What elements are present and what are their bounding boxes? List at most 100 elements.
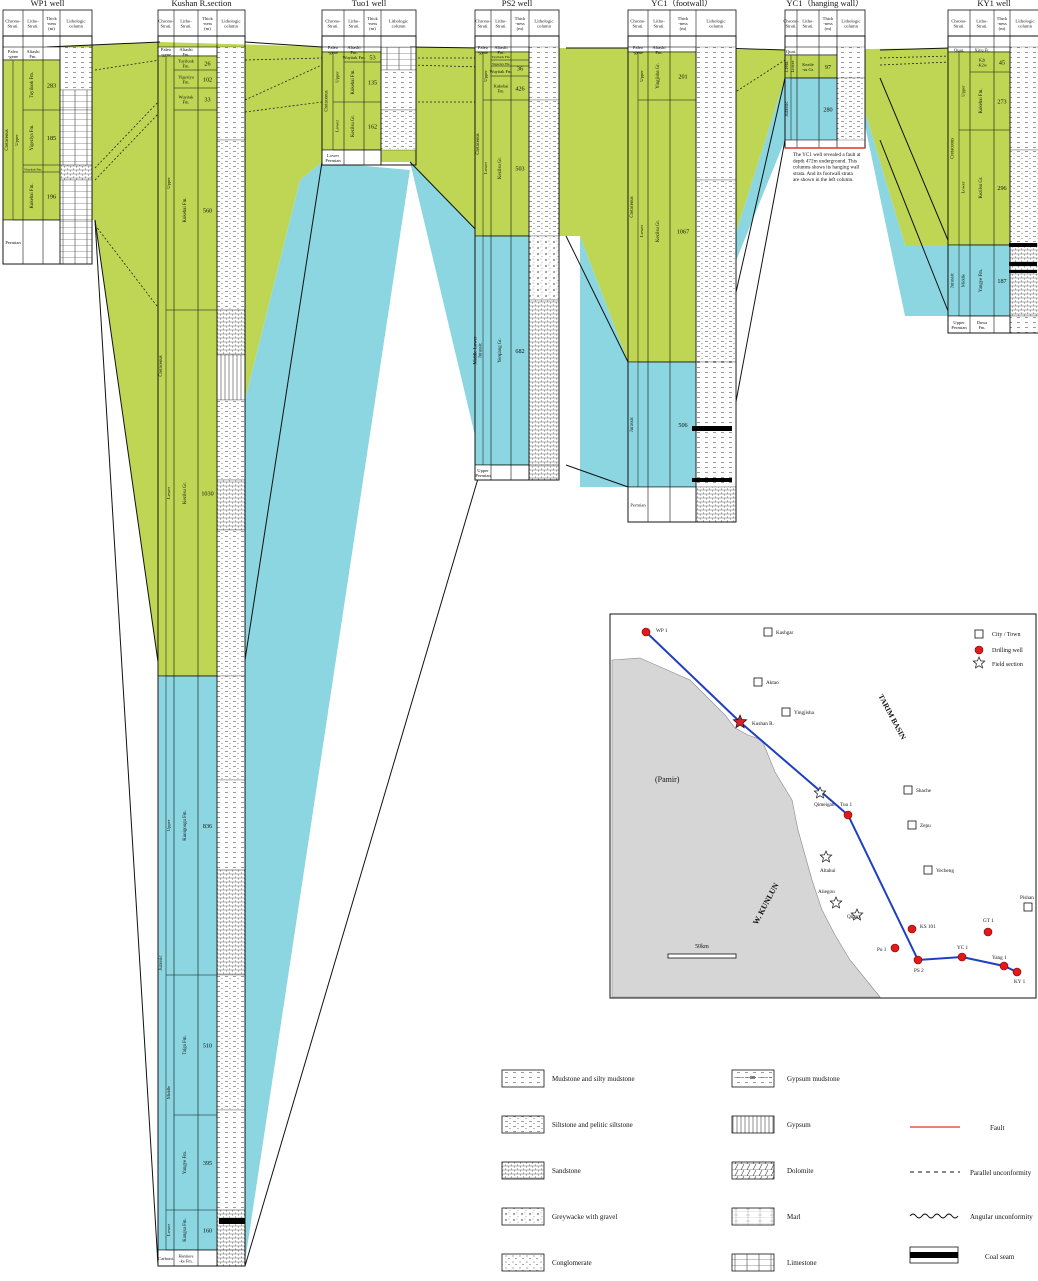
thickness-value: 560 — [203, 208, 212, 215]
legend-lith-label: Greywacke with gravel — [552, 1213, 617, 1221]
legend-lith-label: Siltstone and pelitic siltstone — [552, 1121, 633, 1129]
formation-label: Kangsu Fm. — [183, 1218, 188, 1241]
well-title: YC1（footwall） — [651, 0, 712, 8]
litho-interval — [216, 479, 246, 531]
correlation-line — [94, 219, 159, 1266]
chrono-epoch: Lower — [335, 120, 340, 132]
header-cell: Litho-Strati. — [653, 19, 665, 29]
formation-label: Kukebai Fm. — [979, 88, 984, 113]
coal-seam — [1009, 262, 1037, 266]
legend-swatch — [731, 1253, 775, 1272]
well-title: WP1 well — [31, 0, 65, 8]
litho-interval — [216, 974, 246, 1111]
chrono-period: Creta. — [785, 61, 790, 73]
correlation-line — [409, 46, 483, 49]
well-title: YC1（hanging wall） — [786, 0, 863, 8]
well-column-ps2: PS2 wellChrono-Strati.Litho-Strati.Thick… — [473, 0, 560, 481]
drilling-well-marker — [913, 955, 923, 965]
white-gap — [245, 162, 482, 1262]
map-place-label: Aiiegou — [818, 889, 835, 895]
legend-lith-label: Sandstone — [552, 1167, 581, 1175]
well-title: Tuo1 well — [352, 0, 387, 8]
mountain-area — [611, 657, 881, 998]
litho-interval — [216, 1109, 246, 1211]
thickness-value: 503 — [515, 166, 524, 173]
header-cell: Chrono-Strati. — [783, 19, 799, 29]
formation-label: Wuyitak Fm. — [343, 55, 366, 60]
legend-lith-label: Dolomite — [787, 1167, 813, 1175]
litho-interval — [216, 529, 246, 677]
column-header — [784, 9, 866, 37]
chrono-top: Paleo-gene — [478, 45, 489, 55]
legend-line-label: Coal seam — [985, 1253, 1015, 1261]
formation-label: Yerqiang Gr. — [498, 338, 503, 363]
chrono-top: Paleo-gene — [161, 47, 172, 57]
map-place-label: Zepu — [920, 823, 931, 829]
litho-top: Xiyu Fr. — [974, 48, 989, 53]
header-cell: Chrono-Strati. — [5, 19, 21, 29]
column-header — [2, 9, 93, 37]
legend-city-label: City / Town — [992, 632, 1020, 638]
litho-interval — [695, 46, 737, 181]
unconformity-line — [409, 64, 483, 68]
formation-label: Hantiere-ke Fm. — [178, 1254, 193, 1264]
thickness-value: 102 — [203, 77, 212, 84]
litho-interval — [380, 46, 417, 71]
field-section-star — [972, 656, 986, 669]
thickness-value: 33 — [204, 97, 210, 104]
chrono-epoch: Lower — [166, 487, 171, 499]
city-marker — [907, 820, 917, 830]
field-section-star — [850, 908, 864, 921]
thickness-value: 1030 — [201, 491, 213, 498]
header-cell: Thick-ness(m) — [202, 16, 213, 31]
legend-swatch — [501, 1115, 545, 1134]
coal-seam — [219, 1218, 245, 1224]
litho-interval — [216, 309, 246, 356]
scale-bar — [667, 953, 737, 959]
litho-interval — [216, 399, 246, 481]
chrono-top: Paleo-gene — [328, 45, 339, 55]
thickness-value: 36 — [517, 66, 523, 73]
unconformity-line — [94, 59, 161, 71]
coal-seam — [1009, 270, 1037, 273]
well-column-yc1f: YC1（footwall） Chrono-Strati. Litho-Strati.… — [627, 0, 737, 523]
litho-interval — [528, 99, 560, 237]
thickness-value: 162 — [368, 124, 377, 131]
unconformity-line — [94, 224, 161, 311]
map-place-label: Yecheng — [936, 868, 954, 874]
city-marker — [923, 865, 933, 875]
map-place-label: Kushan R. — [752, 721, 774, 727]
drilling-well-marker — [907, 924, 917, 934]
header-cell: Chrono-Strati. — [630, 19, 646, 29]
drilling-well-marker — [999, 961, 1009, 971]
formation-label: Kukebai Fm. — [30, 183, 35, 208]
chrono-epoch: Lower — [166, 1224, 171, 1236]
header-cell: Litho-Strati. — [802, 19, 814, 29]
well-column-wp1: WP1 wellChrono-Strati.Litho-Strati.Thick… — [2, 0, 93, 265]
header-cell: Chrono-Strati. — [951, 19, 967, 29]
legend-swatch — [501, 1207, 545, 1226]
thickness-value: 160 — [203, 1228, 212, 1235]
legend-lith-label: Gypsum mudstone — [787, 1075, 840, 1083]
drilling-well-marker — [641, 627, 651, 637]
correlation-line — [565, 235, 629, 363]
formation-label: Kezilsu Gr. — [183, 482, 188, 504]
unconformity-line — [244, 57, 323, 61]
correlation-line — [409, 161, 483, 237]
litho-interval — [216, 139, 246, 311]
litho-interval — [1009, 149, 1038, 246]
